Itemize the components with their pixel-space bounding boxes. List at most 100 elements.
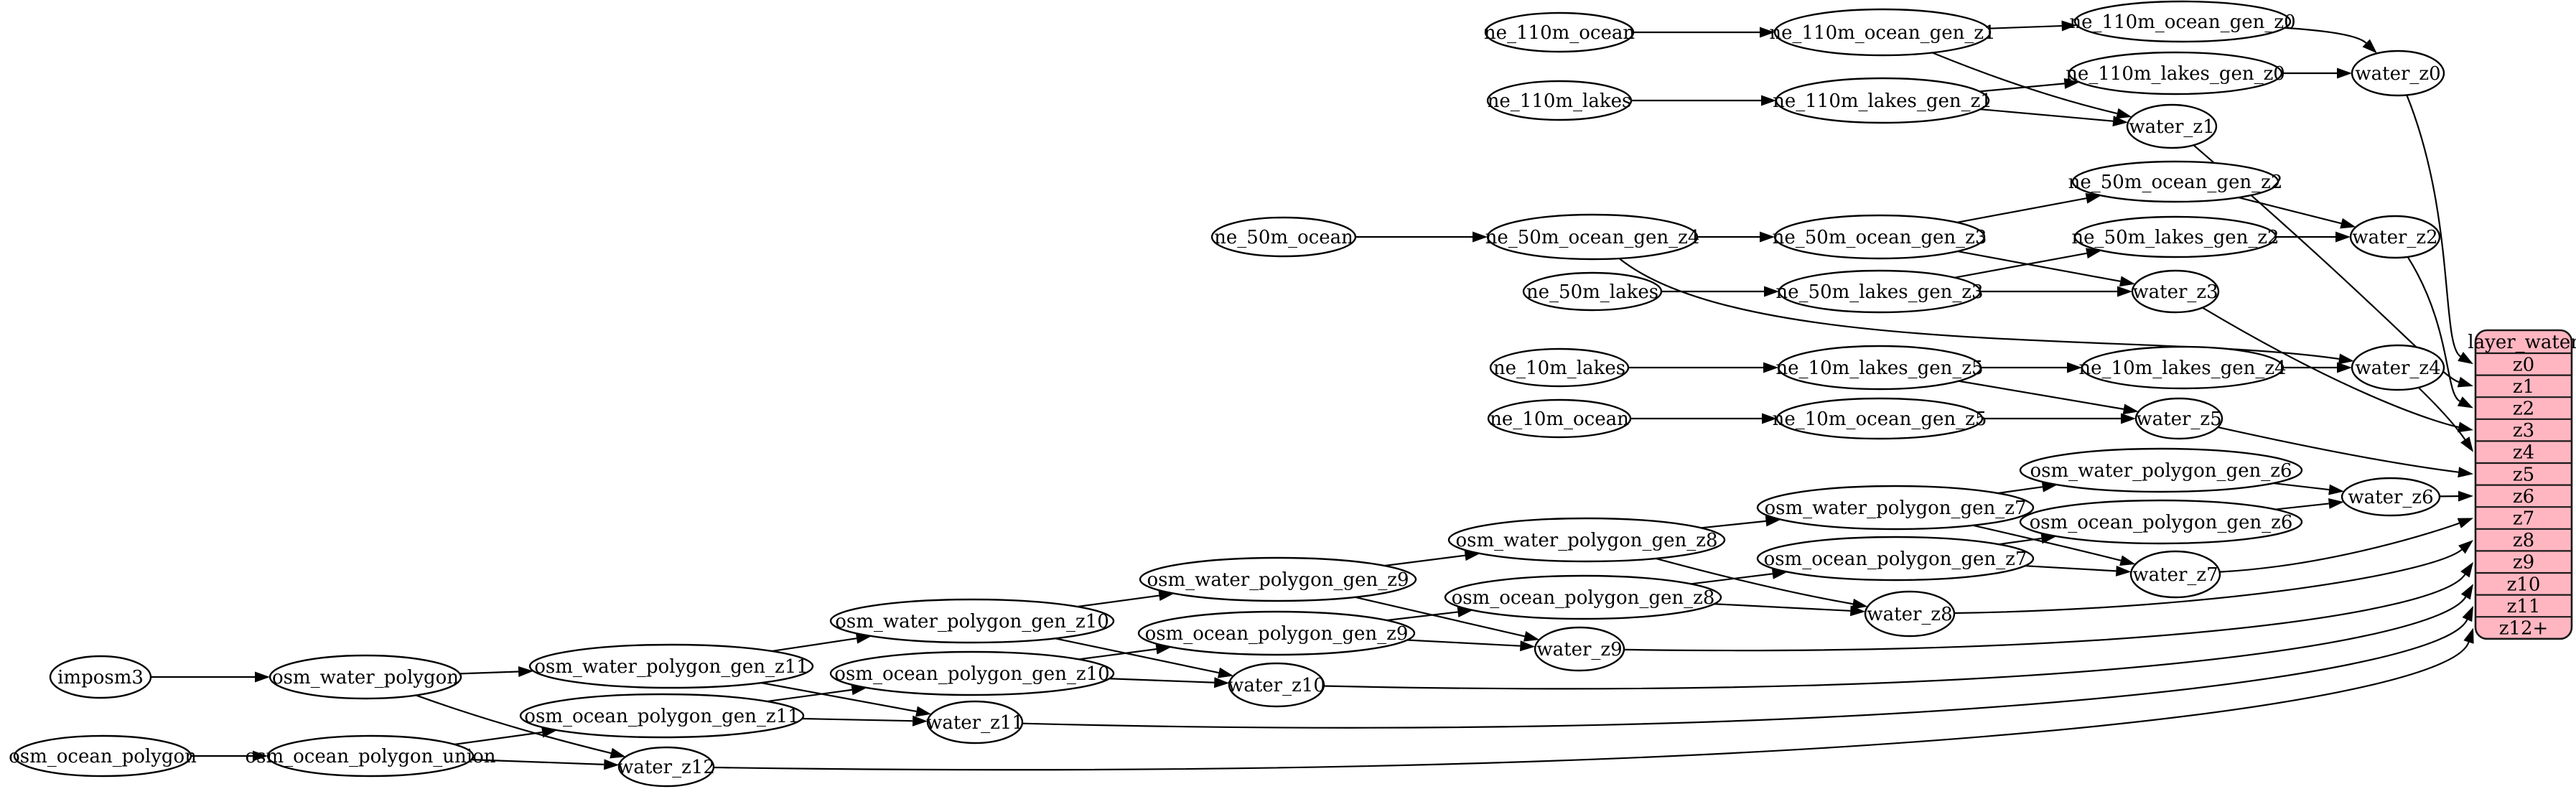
- node-label-osm_ocean_polygon_gen_z10: osm_ocean_polygon_gen_z10: [834, 663, 1109, 685]
- edge-osm_ocean_polygon_gen_z6-to-water_z6: [2275, 503, 2329, 510]
- arrowhead-osm_ocean_polygon_gen_z11: [541, 727, 557, 738]
- node-label-osm_ocean_polygon_gen_z6: osm_ocean_polygon_gen_z6: [2030, 512, 2293, 533]
- arrowhead-z3: [2457, 421, 2473, 433]
- node-label-ne_50m_ocean_gen_z4: ne_50m_ocean_gen_z4: [1485, 227, 1700, 248]
- node-ne_110m_ocean_gen_z0: ne_110m_ocean_gen_z0: [2069, 0, 2296, 43]
- node-shape-osm_ocean_polygon_gen_z9: [1137, 610, 1416, 656]
- node-osm_water_polygon_gen_z9: osm_water_polygon_gen_z9: [1139, 556, 1417, 602]
- node-label-ne_50m_lakes_gen_z2: ne_50m_lakes_gen_z2: [2071, 227, 2279, 248]
- edge-ne_50m_ocean_gen_z3-to-ne_50m_ocean_gen_z2: [1956, 197, 2087, 223]
- arrowhead-water_z12: [604, 759, 620, 770]
- node-label-water_z0: water_z0: [2355, 63, 2440, 85]
- node-shape-osm_water_polygon_gen_z10: [829, 598, 1115, 644]
- record-row-z10: z10: [2507, 574, 2541, 595]
- arrowhead-water_z8: [1849, 605, 1866, 617]
- arrowhead-ne_10m_ocean_gen_z5: [1762, 413, 1777, 424]
- node-label-osm_water_polygon_gen_z10: osm_water_polygon_gen_z10: [835, 611, 1109, 632]
- node-shape-osm_ocean_polygon_gen_z6: [2019, 499, 2303, 545]
- node-water_z9: water_z9: [1534, 626, 1625, 672]
- node-label-osm_water_polygon_gen_z6: osm_water_polygon_gen_z6: [2030, 460, 2292, 482]
- node-ne_10m_lakes_gen_z5: ne_10m_lakes_gen_z5: [1775, 345, 1984, 391]
- node-label-water_z9: water_z9: [1536, 639, 1622, 660]
- node-shape-water_z1: [2126, 103, 2218, 149]
- node-shape-ne_110m_lakes: [1486, 80, 1633, 121]
- arrowhead-z8: [2458, 540, 2473, 554]
- node-osm_ocean_polygon_gen_z6: osm_ocean_polygon_gen_z6: [2019, 499, 2303, 545]
- edge-water_z0-to-z0: [2406, 95, 2461, 358]
- node-water_z0: water_z0: [2351, 50, 2445, 97]
- node-ne_50m_ocean_gen_z4: ne_50m_ocean_gen_z4: [1485, 213, 1700, 261]
- node-shape-ne_110m_ocean_gen_z0: [2073, 0, 2292, 43]
- node-ne_50m_ocean_gen_z3: ne_50m_ocean_gen_z3: [1773, 214, 1987, 260]
- node-label-water_z12: water_z12: [617, 757, 715, 778]
- edge-osm_water_polygon_gen_z9-to-osm_water_polygon_gen_z8: [1384, 554, 1465, 567]
- node-water_z2: water_z2: [2349, 215, 2441, 259]
- arrowhead-water_z10: [1213, 677, 1230, 688]
- node-label-ne_10m_lakes_gen_z4: ne_10m_lakes_gen_z4: [2078, 358, 2286, 379]
- node-label-ne_50m_lakes_gen_z3: ne_50m_lakes_gen_z3: [1775, 281, 1983, 303]
- arrowhead-osm_water_polygon_gen_z10: [855, 632, 872, 644]
- record-row-z5: z5: [2513, 464, 2534, 485]
- node-osm_ocean_polygon_gen_z11: osm_ocean_polygon_gen_z11: [519, 693, 805, 739]
- edge-water_z2-to-z2: [2407, 256, 2460, 402]
- node-label-ne_50m_ocean: ne_50m_ocean: [1214, 227, 1353, 248]
- node-label-osm_water_polygon_gen_z9: osm_water_polygon_gen_z9: [1147, 569, 1409, 591]
- arrowhead-osm_water_polygon: [255, 671, 270, 683]
- node-osm_ocean_polygon_union: osm_ocean_polygon_union: [245, 734, 496, 778]
- arrowhead-water_z6: [2328, 498, 2344, 509]
- node-shape-osm_water_polygon_gen_z6: [2019, 447, 2303, 493]
- node-ne_10m_lakes: ne_10m_lakes: [1489, 347, 1630, 388]
- node-imposm3: imposm3: [49, 655, 152, 699]
- node-ne_50m_lakes_gen_z2: ne_50m_lakes_gen_z2: [2071, 215, 2279, 258]
- node-ne_110m_lakes_gen_z0: ne_110m_lakes_gen_z0: [2066, 51, 2285, 95]
- arrowhead-osm_water_polygon_gen_z6: [2041, 481, 2058, 492]
- node-ne_110m_ocean: ne_110m_ocean: [1484, 11, 1635, 53]
- edge-osm_water_polygon_gen_z11-to-water_z11: [761, 682, 917, 713]
- node-osm_ocean_polygon_gen_z8: osm_ocean_polygon_gen_z8: [1444, 574, 1722, 620]
- arrowhead-water_z1: [2116, 108, 2132, 119]
- arrowhead-water_z9: [1519, 640, 1536, 652]
- arrowhead-z6: [2458, 490, 2473, 502]
- node-osm_ocean_polygon: osm_ocean_polygon: [9, 734, 197, 778]
- node-label-osm_ocean_polygon_gen_z8: osm_ocean_polygon_gen_z8: [1452, 587, 1715, 609]
- edge-osm_water_polygon-to-osm_water_polygon_gen_z11: [459, 671, 519, 675]
- node-label-osm_water_polygon_gen_z7: osm_water_polygon_gen_z7: [1764, 498, 2026, 519]
- edge-water_z10-to-z10: [1323, 596, 2467, 690]
- node-ne_10m_lakes_gen_z4: ne_10m_lakes_gen_z4: [2078, 345, 2287, 390]
- arrowhead-ne_50m_lakes_gen_z2: [2086, 248, 2102, 259]
- node-osm_water_polygon_gen_z8: osm_water_polygon_gen_z8: [1447, 517, 1726, 563]
- node-shape-osm_ocean_polygon: [13, 734, 192, 778]
- arrowheads-layer: [253, 20, 2474, 770]
- node-label-water_z11: water_z11: [926, 712, 1024, 734]
- arrowhead-z9: [2460, 561, 2473, 578]
- node-water_z10: water_z10: [1228, 662, 1325, 708]
- edge-osm_ocean_polygon_gen_z11-to-osm_ocean_polygon_gen_z10: [767, 688, 852, 703]
- edge-osm_ocean_polygon_gen_z8-to-osm_ocean_polygon_gen_z7: [1691, 573, 1773, 585]
- node-label-ne_110m_lakes: ne_110m_lakes: [1488, 90, 1632, 112]
- record-row-z0: z0: [2513, 354, 2534, 375]
- arrowhead-osm_ocean_polygon_gen_z6: [2040, 533, 2057, 544]
- node-ne_110m_ocean_gen_z1: ne_110m_ocean_gen_z1: [1769, 8, 1996, 57]
- node-label-ne_50m_ocean_gen_z2: ne_50m_ocean_gen_z2: [2068, 172, 2283, 193]
- arrowhead-water_z6: [2328, 484, 2344, 495]
- node-shape-osm_water_polygon_gen_z11: [528, 643, 814, 689]
- arrowhead-osm_ocean_polygon_gen_z7: [1771, 568, 1788, 579]
- arrowhead-water_z4: [2338, 353, 2354, 365]
- arrowhead-ne_110m_ocean_gen_z0: [2061, 20, 2077, 32]
- node-label-osm_ocean_polygon: osm_ocean_polygon: [9, 746, 197, 767]
- arrowhead-z5: [2458, 467, 2473, 478]
- edge-osm_water_polygon_gen_z8-to-water_z8: [1656, 557, 1853, 605]
- arrowhead-water_z4: [2337, 362, 2352, 373]
- edge-osm_water_polygon_gen_z10-to-osm_water_polygon_gen_z9: [1077, 594, 1159, 608]
- arrowhead-osm_water_polygon_gen_z8: [1464, 550, 1480, 561]
- node-label-water_z6: water_z6: [2348, 487, 2433, 508]
- node-ne_110m_lakes_gen_z1: ne_110m_lakes_gen_z1: [1773, 77, 1992, 124]
- arrowhead-z11: [2462, 605, 2473, 622]
- arrowhead-z2: [2457, 396, 2473, 408]
- node-label-osm_water_polygon: osm_water_polygon: [272, 667, 459, 688]
- node-label-ne_50m_lakes: ne_50m_lakes: [1526, 281, 1658, 303]
- arrowhead-water_z3: [2117, 286, 2132, 297]
- node-osm_ocean_polygon_gen_z10: osm_ocean_polygon_gen_z10: [829, 650, 1115, 696]
- node-water_z12: water_z12: [617, 746, 715, 788]
- node-osm_water_polygon_gen_z6: osm_water_polygon_gen_z6: [2019, 447, 2303, 493]
